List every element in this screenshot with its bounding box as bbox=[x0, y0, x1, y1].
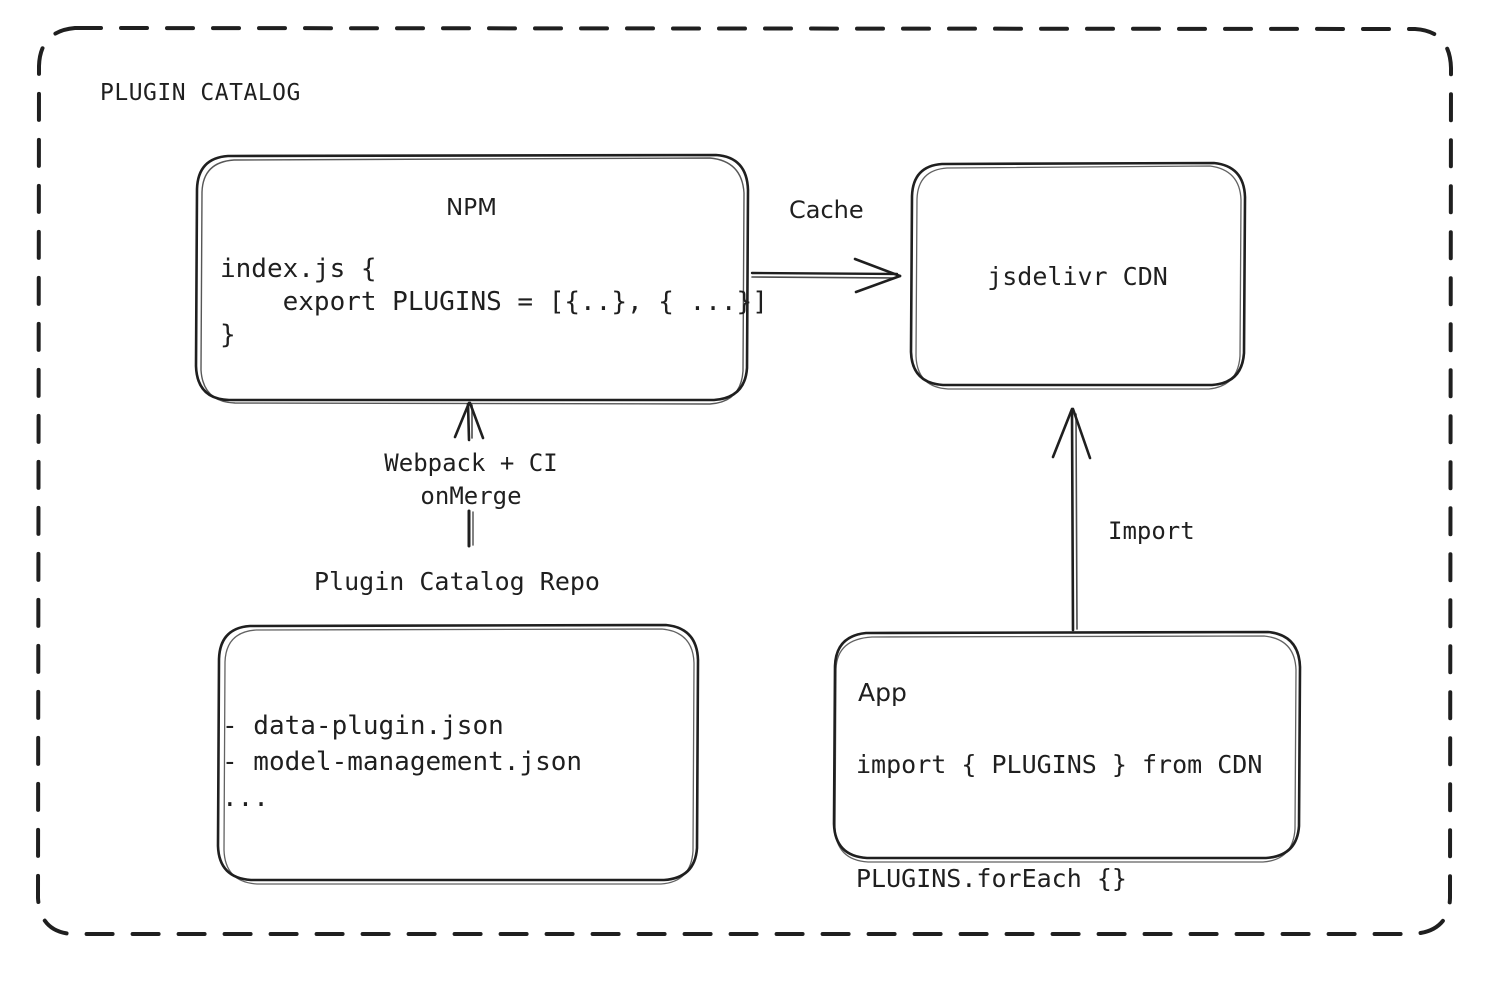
cache-arrow bbox=[750, 257, 902, 294]
app-node-title: App bbox=[858, 678, 907, 707]
app-node-code: import { PLUGINS } from CDN PLUGINS.forE… bbox=[856, 750, 1263, 893]
repo-node-label: Plugin Catalog Repo bbox=[314, 567, 600, 596]
page-title: PLUGIN CATALOG bbox=[100, 80, 301, 106]
import-edge-label: Import bbox=[1108, 517, 1195, 545]
repo-node-items: - data-plugin.json - model-management.js… bbox=[222, 711, 583, 813]
cache-edge-label: Cache bbox=[789, 196, 864, 224]
build-edge-label: Webpack + CI onMerge bbox=[384, 449, 558, 510]
npm-node-title: NPM bbox=[446, 195, 497, 221]
npm-node-code: index.js { export PLUGINS = [{..}, { ...… bbox=[220, 254, 768, 350]
cdn-node-title: jsdelivr CDN bbox=[987, 262, 1168, 291]
import-arrow bbox=[1051, 407, 1092, 632]
